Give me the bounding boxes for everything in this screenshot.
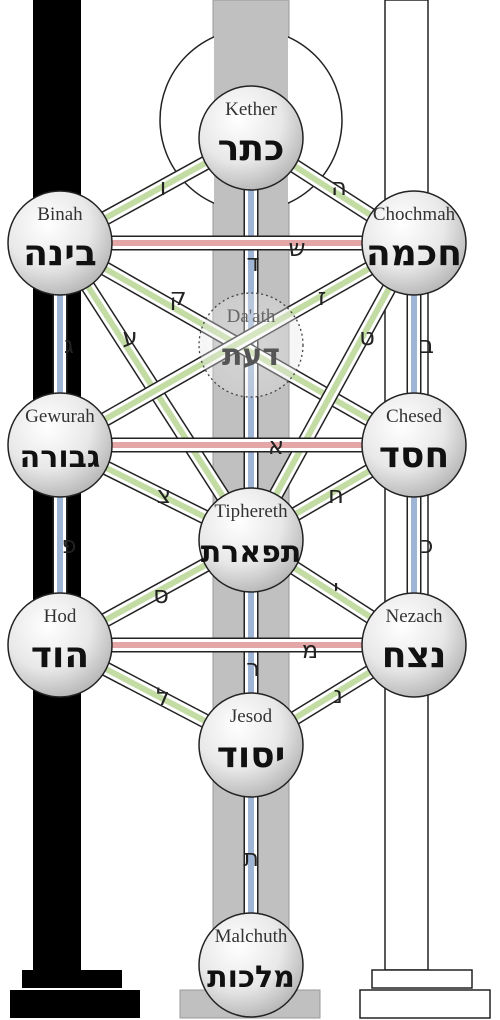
daath-circle [198,292,304,398]
path-letter-kether-tiphereth: ד [246,249,259,277]
sephira-hebrew-name: יסוד [217,735,286,776]
sephira-chesed: Chesed חסד [361,392,467,498]
path-letter-binah-tiphereth: ע [122,323,137,351]
sephira-hebrew-name: כתר [218,128,285,169]
sephira-latin-name: Gewurah [25,406,95,427]
path-letter-binah-gewurah: ג [64,331,74,359]
sephira-hebrew-name: חסד [379,435,449,476]
sephira-latin-name: Nezach [386,606,443,627]
path-letter-kether-chochmah: ה [331,173,347,201]
path-chochmah-tiphereth [244,239,421,544]
sephira-hebrew-name: תפארת [201,535,302,570]
sephira-circle [198,692,304,798]
sephira-kether: Kether כתר [198,85,304,191]
sephira-tiphereth: Tiphereth תפארת [198,487,304,593]
sephira-latin-name: Da'ath [227,306,276,327]
path-letter-kether-binah: ו [160,173,167,201]
sephira-hebrew-name: דעת [222,338,280,373]
path-letter-tiphereth-nezach: י [333,574,338,602]
sephira-hebrew-name: בינה [23,233,97,274]
path-letter-chesed-tiphereth: ח [328,481,344,509]
sephira-latin-name: Chesed [386,406,442,427]
sephira-malchuth: Malchuth מלכות [198,912,304,1018]
sephira-hod: Hod הוד [7,592,113,698]
path-letter-chochmah-chesed: ב [420,331,434,359]
path-letter-gewurah-hod: פ [62,531,77,559]
sephiroth-layer: KetherכתרBinahבינהChochmahחכמהDa'athדעתG… [7,85,467,1018]
sephira-hebrew-name: נצח [382,635,447,676]
sephira-latin-name: Binah [37,204,83,225]
sephira-circle [198,85,304,191]
sephira-latin-name: Jesod [230,706,273,727]
sephira-circle [7,392,113,498]
sephira-circle [7,592,113,698]
sephira-nezach: Nezach נצח [361,592,467,698]
path-letter-binah-chesed: ק [169,283,186,311]
sephira-circle [198,912,304,1018]
sephira-circle [361,392,467,498]
sephira-circle [361,592,467,698]
severity-pillar [10,0,140,1018]
sephira-daath: Da'ath דעת [198,292,304,398]
path-letter-chochmah-tiphereth: ט [359,323,375,351]
sephira-hebrew-name: חכמה [366,233,462,274]
sephira-latin-name: Tiphereth [214,501,288,522]
path-letter-binah-chochmah: ש [288,234,305,262]
path-letter-tiphereth-hod: ס [153,581,169,609]
path-letter-hod-jesod: ל [156,683,170,711]
sephira-hebrew-name: מלכות [207,960,295,995]
path-letters-layer: ו ה ד ש ג ע ק ז ב ט א צ פ ח כ ס י ר מ ל נ ת [62,173,434,872]
sephira-circle [7,190,113,296]
sephira-circle [198,487,304,593]
sephira-hebrew-name: גבורה [20,440,101,475]
sephira-latin-name: Chochmah [373,204,456,225]
sephira-circle [361,190,467,296]
sephira-latin-name: Hod [44,606,77,627]
path-letter-gewurah-chesed: א [268,432,284,460]
path-letter-nezach-jesod: נ [333,681,343,709]
path-letter-chochmah-gewurah: ז [318,283,326,311]
path-letter-hod-nezach: מ [302,636,318,664]
path-letter-tiphereth-jesod: ר [246,654,260,682]
mercy-pillar [359,0,491,1019]
sephira-latin-name: Malchuth [215,926,288,947]
sephira-hebrew-name: הוד [31,635,89,676]
sephira-gewurah: Gewurah גבורה [7,392,113,498]
sephira-binah: Binah בינה [7,190,113,296]
path-letter-gewurah-tiphereth: צ [157,481,171,509]
path-letter-chesed-nezach: כ [421,531,434,559]
path-letter-jesod-malchuth: ת [243,844,259,872]
sephira-latin-name: Kether [225,99,277,120]
sephira-jesod: Jesod יסוד [198,692,304,798]
sephira-chochmah: Chochmah חכמה [361,190,467,296]
